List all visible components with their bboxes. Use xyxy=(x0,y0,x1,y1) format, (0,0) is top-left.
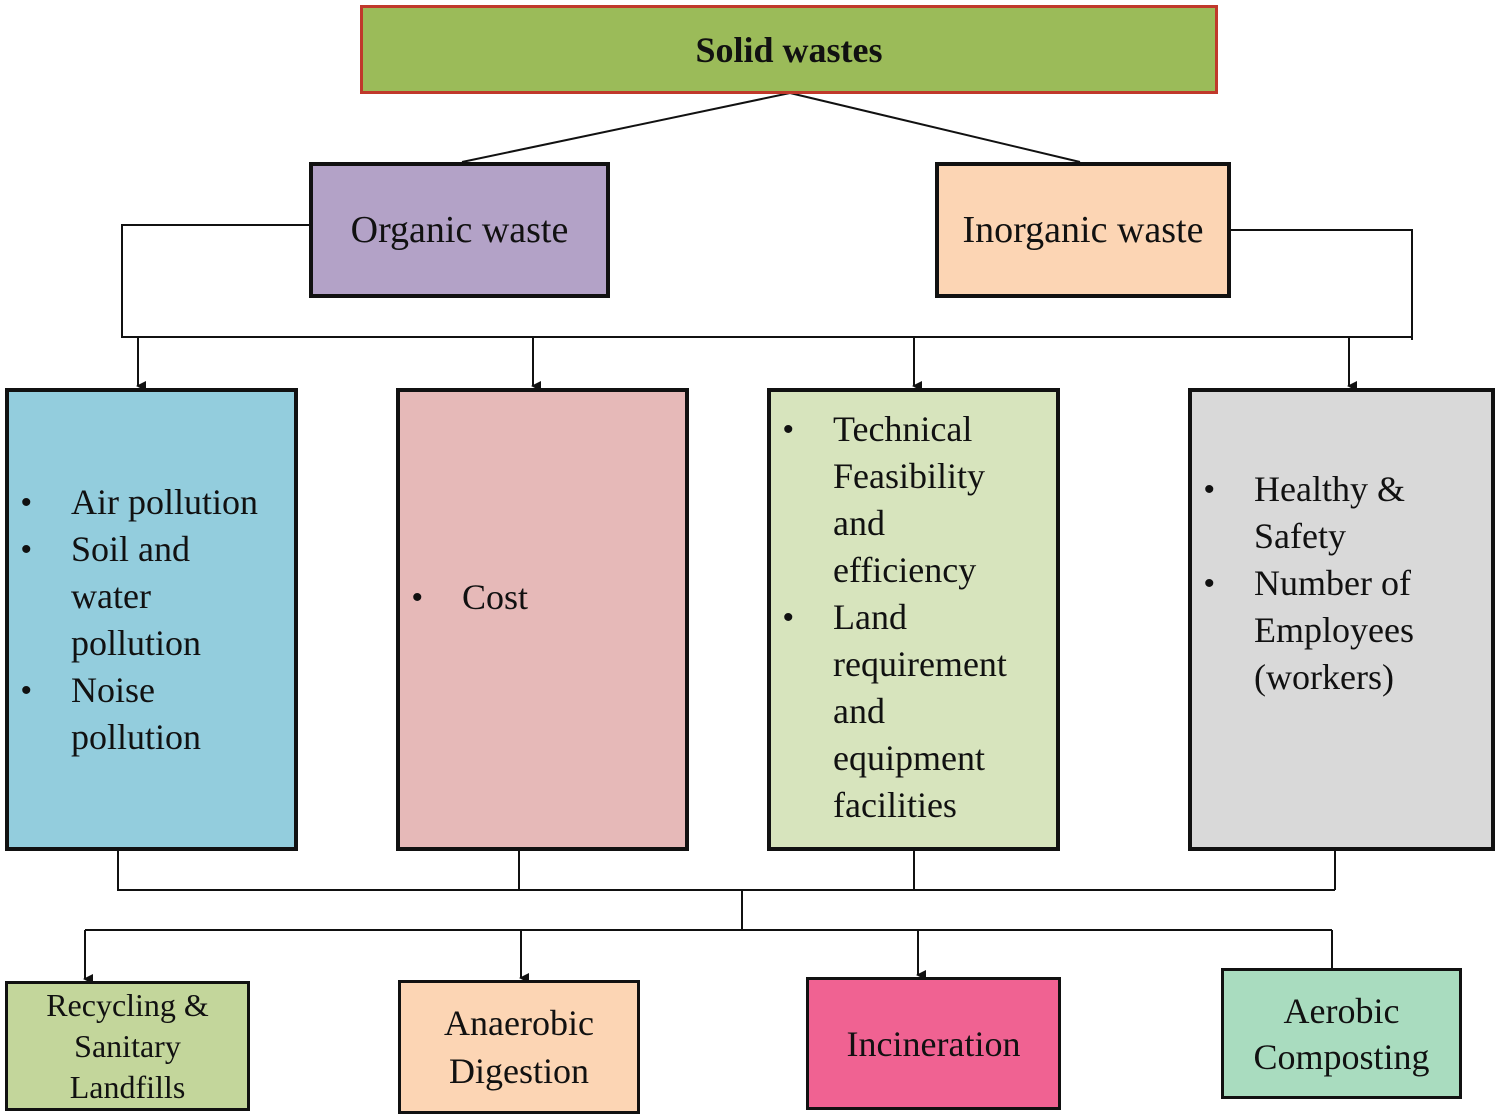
criteria-item: Technical Feasibility and efficiency xyxy=(771,406,1056,594)
criteria-list: Healthy & Safety Number of Employees (wo… xyxy=(1192,466,1491,701)
criteria-item: Air pollution xyxy=(9,479,288,526)
criteria-technical: Technical Feasibility and efficiency Lan… xyxy=(767,388,1060,851)
connector-criteria-bus xyxy=(117,850,1335,891)
criteria-item: Soil and water pollution xyxy=(9,526,288,667)
root-node: Solid wastes xyxy=(360,5,1218,94)
criteria-item: Noise pollution xyxy=(9,667,288,761)
root-label: Solid wastes xyxy=(695,29,883,70)
criteria-item: Cost xyxy=(400,574,685,621)
method-label: Anaerobic Digestion xyxy=(444,1003,594,1091)
connector-root-organic xyxy=(461,92,791,163)
criteria-item: Land requirement and equipment facilitie… xyxy=(771,594,1056,829)
category-label: Organic waste xyxy=(350,209,569,251)
criteria-social: Healthy & Safety Number of Employees (wo… xyxy=(1188,388,1495,851)
method-recycling-landfills: Recycling & Sanitary Landfills xyxy=(5,981,250,1111)
method-label: Recycling & Sanitary Landfills xyxy=(46,986,209,1105)
criteria-item: Healthy & Safety xyxy=(1192,466,1491,560)
criteria-environmental: Air pollution Soil and water pollution N… xyxy=(5,388,298,851)
criteria-list: Air pollution Soil and water pollution N… xyxy=(9,479,294,761)
connector-inorganic-bus xyxy=(1230,229,1413,340)
category-organic: Organic waste xyxy=(309,162,610,298)
connector-root-inorganic xyxy=(789,92,1081,163)
criteria-list: Technical Feasibility and efficiency Lan… xyxy=(771,406,1056,829)
method-anaerobic-digestion: Anaerobic Digestion xyxy=(398,980,640,1114)
criteria-list: Cost xyxy=(400,574,685,621)
criteria-economic: Cost xyxy=(396,388,689,851)
method-incineration: Incineration xyxy=(806,977,1061,1110)
category-label: Inorganic waste xyxy=(962,209,1204,251)
method-aerobic-composting: Aerobic Composting xyxy=(1221,968,1462,1099)
method-label: Aerobic Composting xyxy=(1253,990,1430,1077)
connector-organic-bus xyxy=(121,224,1412,338)
criteria-item: Number of Employees (workers) xyxy=(1192,560,1491,701)
category-inorganic: Inorganic waste xyxy=(935,162,1231,298)
method-label: Incineration xyxy=(846,1023,1021,1064)
